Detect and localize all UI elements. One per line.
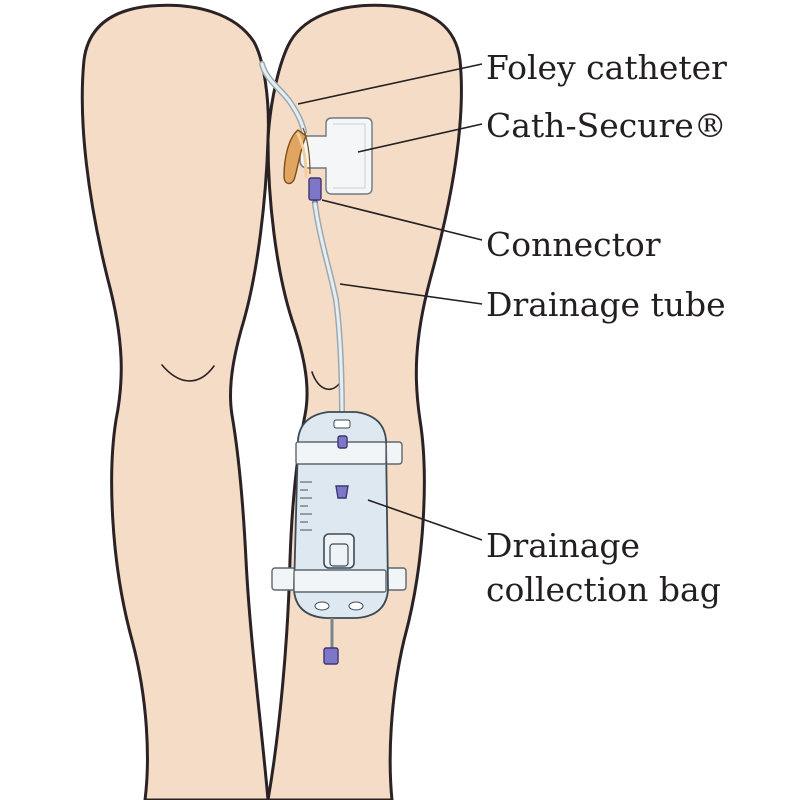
leader-cath-secure (357, 123, 483, 153)
leader-collection-bag (367, 499, 483, 541)
cath-secure-pad (299, 117, 373, 195)
leader-connector (321, 199, 483, 241)
label-drainage-collection-bag: Drainage collection bag (486, 524, 721, 612)
label-foley-catheter: Foley catheter (486, 48, 727, 87)
left-leg (80, 3, 270, 800)
left-knee-crease (161, 364, 215, 382)
leader-foley-catheter (297, 63, 483, 105)
label-cath-secure: Cath-Secure® (486, 106, 727, 145)
label-bag-line-2: collection bag (486, 570, 721, 609)
label-connector: Connector (486, 225, 661, 264)
leader-drainage-tube (339, 283, 483, 305)
drain-outlet (323, 618, 339, 665)
label-drainage-tube: Drainage tube (486, 285, 726, 324)
label-bag-line-1: Drainage (486, 526, 641, 565)
foley-catheter-valve (283, 127, 311, 185)
drainage-collection-bag (271, 411, 407, 619)
connector (308, 177, 322, 201)
